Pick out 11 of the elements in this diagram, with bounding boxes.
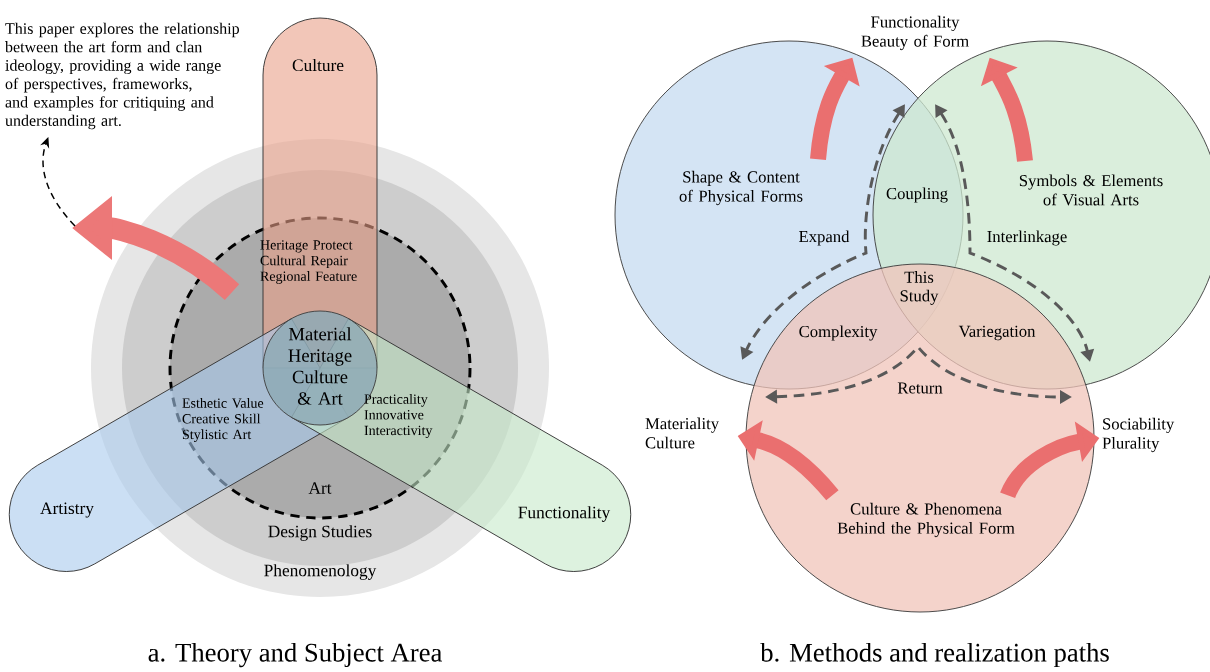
panel-caption: a. Theory and Subject Area — [148, 642, 442, 668]
outcome-text: Sociability Plurality — [1102, 417, 1175, 453]
arrow-label: Expand — [799, 230, 850, 246]
panel-caption: b. Methods and realization paths — [760, 642, 1109, 668]
arrow-label: Interlinkage — [987, 230, 1067, 246]
region-label: This Study — [900, 271, 939, 305]
description-text: This paper explores the relationship between the art form and clan ideology, providing a wide range of perspectives, frameworks, and examples for critiquing and understanding art. — [5, 22, 239, 130]
region-label: Coupling — [886, 187, 948, 203]
trait-list: Esthetic Value Creative Skill Stylistic Art — [182, 397, 264, 443]
outcome-text: Materiality Culture — [645, 417, 719, 449]
trait-list: Heritage Protect Cultural Repair Regional Feature — [260, 240, 357, 284]
